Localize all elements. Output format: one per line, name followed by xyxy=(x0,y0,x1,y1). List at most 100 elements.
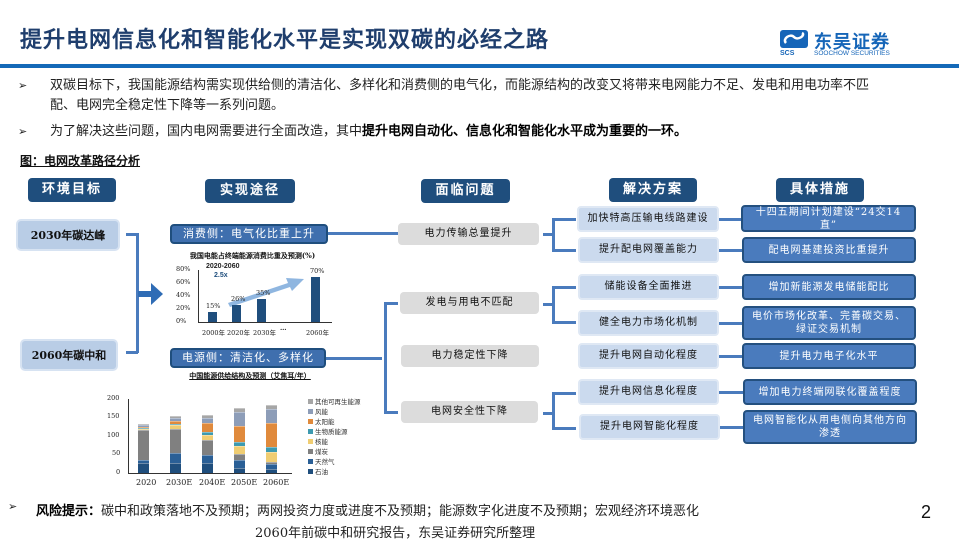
stack-segment xyxy=(234,407,245,412)
legend-item: 其他可再生能源 xyxy=(308,396,361,406)
problem-box: 电力传输总量提升 xyxy=(398,223,539,245)
stack-segment xyxy=(266,423,277,448)
stack-segment xyxy=(170,425,181,429)
chart-bar xyxy=(257,299,266,322)
goal-box: 2030年碳达峰 xyxy=(16,219,120,251)
route-box: 电源侧：清洁化、多样化 xyxy=(170,348,326,368)
annotation-label: 2020-2060 xyxy=(206,263,240,270)
bullet-1: ➢ 双碳目标下，我国能源结构需实现供给侧的清洁化、多样化和消费侧的电气化，而能源… xyxy=(0,76,959,116)
risk-text: 碳中和政策落地不及预期；两网投资力度或进度不及预期；能源数字化进度不及预期；宏观… xyxy=(101,504,700,519)
stack-segment xyxy=(266,447,277,453)
stack-segment xyxy=(170,428,181,453)
legend-item: 风能 xyxy=(308,406,328,416)
legend-item: 核能 xyxy=(308,436,328,446)
logo-mark-icon xyxy=(780,30,808,48)
chart-bar xyxy=(232,305,241,322)
column-header-routes: 实现途径 xyxy=(205,179,295,203)
solution-box: 储能设备全面推进 xyxy=(578,274,719,300)
solution-box: 加快特高压输电线路建设 xyxy=(577,206,719,232)
stack-segment xyxy=(266,464,277,470)
connector-line xyxy=(326,357,382,360)
stack-segment xyxy=(138,424,149,426)
measure-box: 增加新能源发电储能配比 xyxy=(742,274,916,300)
problem-box: 电力稳定性下降 xyxy=(401,345,539,367)
legend-item: 煤炭 xyxy=(308,446,328,456)
source-note: 2060年前碳中和研究报告，东吴证券研究所整理 xyxy=(255,526,536,541)
measure-box: 十四五期间计划建设“24交14直” xyxy=(741,205,916,232)
arrow-bullet-icon: ➢ xyxy=(18,125,28,138)
measure-box: 电网智能化从用电侧向其他方向渗透 xyxy=(743,410,917,444)
stack-segment xyxy=(138,427,149,429)
solution-box: 健全电力市场化机制 xyxy=(578,310,719,336)
bracket-line xyxy=(552,218,555,251)
arrow-bullet-icon: ➢ xyxy=(8,500,18,513)
bracket-line xyxy=(552,286,555,323)
measure-box: 增加电力终端网联化覆盖程度 xyxy=(743,379,917,405)
bracket-line xyxy=(384,302,387,414)
measure-box: 电价市场化改革、完善碳交易、绿证交易机制 xyxy=(742,306,916,340)
figure-title: 图：电网改革路径分析 xyxy=(20,154,141,168)
stack-segment xyxy=(234,467,245,473)
arrow-shaft xyxy=(138,291,152,297)
page-number: 2 xyxy=(920,502,931,522)
logo-abbr: SCS xyxy=(780,50,795,57)
solution-box: 提升电网智能化程度 xyxy=(579,414,720,440)
stack-segment xyxy=(234,454,245,460)
annotation-multiplier: 2.5x xyxy=(214,272,228,279)
solution-box: 提升配电网覆盖能力 xyxy=(578,237,719,263)
stack-segment xyxy=(202,417,213,424)
stack-segment xyxy=(138,428,149,431)
measure-box: 配电网基建投资比重提升 xyxy=(742,237,916,263)
stack-segment xyxy=(266,452,277,463)
growth-arrow-icon xyxy=(228,278,304,307)
stack-segment xyxy=(266,404,277,409)
arrow-bullet-icon: ➢ xyxy=(18,79,28,92)
stack-segment xyxy=(170,452,181,463)
chart-bar xyxy=(208,312,217,322)
risk-warning: ➢ 风险提示：碳中和政策落地不及预期；两网投资力度或进度不及预期；能源数字化进度… xyxy=(0,500,900,520)
header-divider xyxy=(0,64,959,68)
legend-item: 石油 xyxy=(308,466,328,476)
stack-segment xyxy=(202,463,213,473)
bullet-text: 双碳目标下，我国能源结构需实现供给侧的清洁化、多样化和消费侧的电气化，而能源结构… xyxy=(50,78,870,113)
stack-segment xyxy=(138,426,149,428)
solution-box: 提升电网自动化程度 xyxy=(578,343,719,369)
connector-line xyxy=(328,232,400,235)
stack-segment xyxy=(234,425,245,442)
stacked-bars xyxy=(128,399,292,473)
column-header-problems: 面临问题 xyxy=(421,179,510,203)
chart-title: 我国电能占终端能源消费比重及预测(%) xyxy=(189,251,316,260)
stack-segment xyxy=(234,446,245,455)
stack-segment xyxy=(138,430,149,460)
bullet-text: 为了解决这些问题，国内电网需要进行全面改造，其中 xyxy=(50,124,363,139)
stack-segment xyxy=(138,463,149,473)
stack-segment xyxy=(266,469,277,473)
stack-segment xyxy=(170,416,181,419)
electricity-share-chart: 80% 60% 40% 20% 0% 2020-2060 2.5x 15% 26… xyxy=(176,263,336,345)
stack-segment xyxy=(138,459,149,464)
stack-segment xyxy=(170,421,181,425)
legend-item: 生物质能源 xyxy=(308,426,348,436)
stack-segment xyxy=(234,459,245,468)
stack-segment xyxy=(202,454,213,464)
arrow-right-icon xyxy=(151,283,163,305)
goal-box: 2060年碳中和 xyxy=(20,339,118,371)
stack-segment xyxy=(266,462,277,465)
column-header-goals: 环境目标 xyxy=(28,178,116,202)
stack-segment xyxy=(202,434,213,441)
connector-line xyxy=(136,233,139,353)
bullet-text-bold: 提升电网自动化、信息化和智能化水平成为重要的一环。 xyxy=(362,124,688,139)
solution-box: 提升电网信息化程度 xyxy=(578,379,719,405)
page-title: 提升电网信息化和智能化水平是实现双碳的必经之路 xyxy=(20,28,550,53)
stack-segment xyxy=(138,425,149,427)
measure-box: 提升电力电子化水平 xyxy=(742,343,916,369)
problem-box: 电网安全性下降 xyxy=(401,401,538,423)
stack-segment xyxy=(202,414,213,418)
stack-segment xyxy=(234,441,245,446)
stack-segment xyxy=(266,409,277,424)
stack-segment xyxy=(202,440,213,455)
energy-structure-chart: 200 150 100 50 0 2020 2030E 2040E 2050E … xyxy=(100,390,390,490)
chart-bar xyxy=(311,277,320,322)
logo-text-en: SOOCHOW SECURITIES xyxy=(814,50,890,57)
bullet-2: ➢ 为了解决这些问题，国内电网需要进行全面改造，其中提升电网自动化、信息化和智能… xyxy=(0,122,959,142)
